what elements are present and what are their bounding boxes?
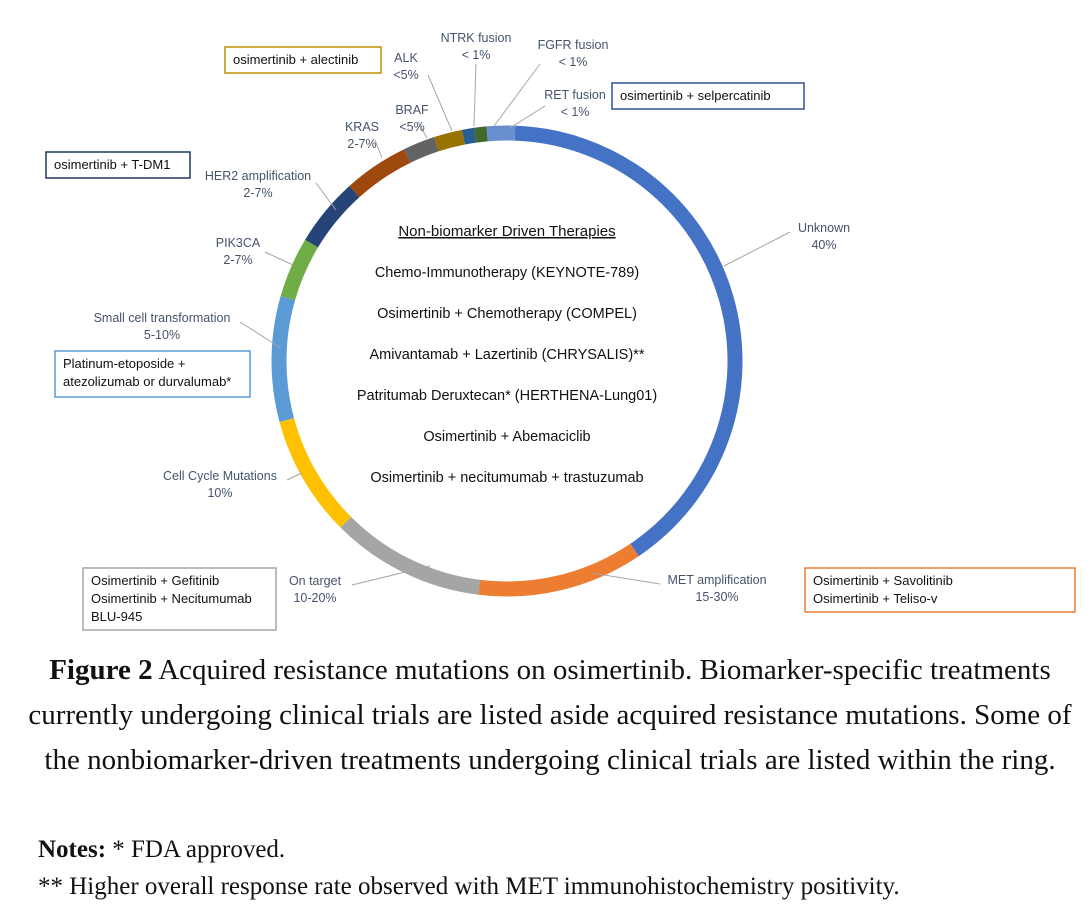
treatment-line: Osimertinib + Teliso-v — [813, 591, 938, 606]
slice-label: MET amplification — [667, 573, 766, 587]
leader-line — [591, 572, 661, 585]
center-item: Amivantamab + Lazertinib (CHRYSALIS)** — [370, 347, 645, 363]
slice-alk — [434, 129, 466, 152]
slice-label: BRAF — [395, 103, 429, 117]
slice-value-label: < 1% — [559, 55, 588, 69]
leader-line — [374, 139, 383, 159]
slice-unknown — [514, 125, 743, 557]
slice-value-label: < 1% — [561, 105, 590, 119]
slice-value-label: 15-30% — [695, 590, 738, 604]
slice-value-label: < 1% — [462, 48, 491, 62]
slice-small-cell-transformation — [271, 296, 296, 422]
treatment-line: osimertinib + T-DM1 — [54, 157, 170, 172]
leader-line — [417, 121, 428, 139]
leader-line — [315, 182, 337, 211]
treatment-line: osimertinib + selpercatinib — [620, 88, 771, 103]
slice-fgfr-fusion — [474, 126, 488, 143]
slice-labels: Unknown 40% MET amplification 15-30% On targ… — [94, 31, 851, 605]
slice-ntrk-fusion — [462, 127, 477, 145]
treatment-box-border — [224, 46, 382, 74]
figure-caption: Figure 2 Acquired resistance mutations o… — [20, 648, 1080, 783]
treatment-line: Platinum-etoposide + — [63, 356, 186, 371]
treatment-line: Osimertinib + Necitumumab — [91, 591, 252, 606]
slice-value-label: <5% — [399, 120, 424, 134]
slice-value-label: 2-7% — [243, 186, 272, 200]
treatment-box-border — [45, 151, 191, 179]
center-item: Osimertinib + Abemaciclib — [423, 429, 590, 445]
center-item: Osimertinib + Chemotherapy (COMPEL) — [377, 306, 637, 322]
slice-value-label: 40% — [811, 238, 836, 252]
slice-label: HER2 amplification — [205, 169, 311, 183]
slice-value-label: 10-20% — [293, 591, 336, 605]
figure-label: Figure 2 — [49, 654, 153, 686]
treatment-boxes: osimertinib + alectinib osimertinib + sel… — [45, 46, 1076, 631]
slice-label: KRAS — [345, 120, 379, 134]
slice-ret-fusion — [486, 125, 516, 142]
notes-text-2: ** Higher overall response rate observed… — [38, 873, 900, 900]
slice-label: ALK — [394, 51, 418, 65]
slice-label: PIK3CA — [216, 236, 261, 250]
leader-line — [509, 105, 546, 129]
slice-value-label: 2-7% — [223, 253, 252, 267]
center-item: Chemo-Immunotherapy (KEYNOTE-789) — [375, 265, 639, 281]
treatment-box-border — [54, 350, 251, 398]
slice-cell-cycle-mutations — [279, 417, 352, 528]
slice-pik3ca — [280, 239, 319, 301]
slice-label: On target — [289, 574, 342, 588]
leader-line — [286, 472, 303, 481]
leader-line — [427, 74, 453, 132]
slice-label: Unknown — [798, 221, 850, 235]
treatment-box-her2-amplification: osimertinib + T-DM1 — [45, 151, 191, 179]
treatment-line: osimertinib + alectinib — [233, 52, 358, 67]
leader-lines — [239, 63, 791, 586]
treatment-line: atezolizumab or durvalumab* — [63, 374, 231, 389]
treatment-box-small-cell-transformation: Platinum-etoposide + atezolizumab or durv… — [54, 350, 251, 398]
leader-line — [493, 63, 541, 127]
notes-text-1: * FDA approved. — [106, 836, 286, 863]
donut-ring — [271, 125, 743, 597]
slice-her2-amplification — [305, 185, 360, 248]
center-title: Non-biomarker Driven Therapies — [398, 223, 615, 240]
slice-braf — [403, 137, 439, 163]
slice-value-label: 5-10% — [144, 328, 180, 342]
notes-line-1: Notes: * FDA approved. — [38, 836, 285, 864]
treatment-line: Osimertinib + Gefitinib — [91, 573, 219, 588]
slice-met-amplification — [478, 543, 639, 597]
treatment-line: BLU-945 — [91, 609, 142, 624]
slice-value-label: 10% — [207, 486, 232, 500]
treatment-line: Osimertinib + Savolitinib — [813, 573, 953, 588]
treatment-box-border — [804, 567, 1076, 613]
leader-line — [473, 63, 477, 127]
notes-line-2: ** Higher overall response rate observed… — [38, 873, 900, 901]
leader-line — [351, 565, 431, 586]
treatment-box-alk: osimertinib + alectinib — [224, 46, 382, 74]
slice-kras — [349, 149, 411, 198]
notes-label: Notes: — [38, 836, 107, 863]
slice-value-label: 2-7% — [347, 137, 376, 151]
center-therapy-list: Non-biomarker Driven Therapies Chemo-Imm… — [357, 223, 657, 486]
leader-line — [723, 231, 791, 267]
treatment-box-border — [82, 567, 277, 631]
slice-label: RET fusion — [544, 88, 606, 102]
treatment-box-border — [611, 82, 805, 110]
center-item: Osimertinib + necitumumab + trastuzumab — [370, 470, 643, 486]
treatment-box-ret-fusion: osimertinib + selpercatinib — [611, 82, 805, 110]
slice-label: Cell Cycle Mutations — [163, 469, 277, 483]
slice-on-target — [340, 516, 481, 595]
slice-label: FGFR fusion — [538, 38, 609, 52]
leader-line — [264, 251, 294, 266]
slice-value-label: <5% — [393, 68, 418, 82]
leader-line — [239, 321, 282, 349]
slice-label: Small cell transformation — [94, 311, 231, 325]
caption-text: Acquired resistance mutations on osimert… — [28, 654, 1072, 776]
center-item: Patritumab Deruxtecan* (HERTHENA-Lung01) — [357, 388, 657, 404]
slice-label: NTRK fusion — [441, 31, 512, 45]
